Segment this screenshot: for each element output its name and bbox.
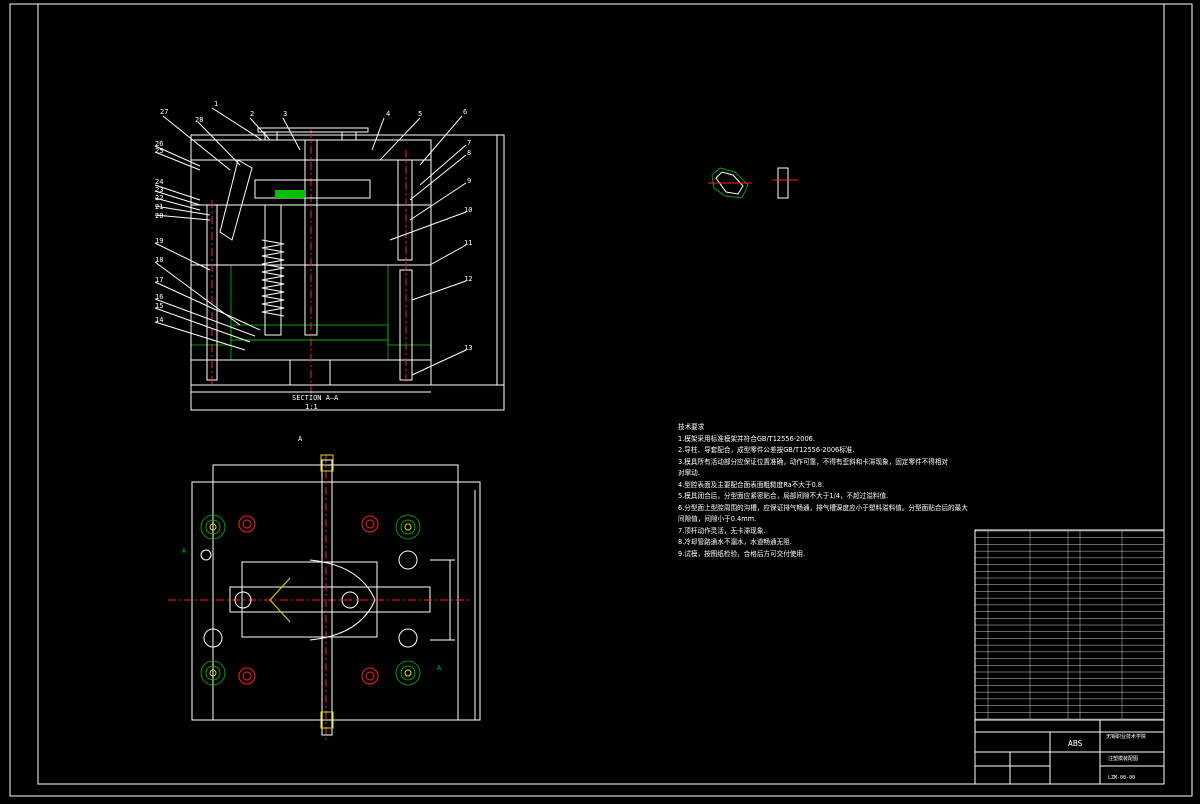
notes-list: 1.模架采用标准模架并符合GB/T12556-2006. 2.导柱、导套配合，成型… bbox=[678, 434, 968, 561]
note-item: 对窜动. bbox=[678, 469, 700, 477]
part-20: 20 bbox=[155, 212, 163, 220]
section-view bbox=[190, 127, 505, 411]
note-item: 7.顶杆动作灵活，无卡滞现象. bbox=[678, 526, 766, 535]
detail-sketches bbox=[708, 167, 798, 199]
part-9: 9 bbox=[467, 177, 471, 185]
section-mark-right: A bbox=[437, 664, 442, 672]
title-drawing-name: 注塑模装配图 bbox=[1108, 755, 1138, 762]
section-scale: 1:1 bbox=[305, 403, 318, 411]
notes-title: 技术要求 bbox=[678, 423, 705, 431]
part-16: 16 bbox=[155, 293, 163, 301]
title-school: 无锡职业技术学院 bbox=[1106, 733, 1146, 740]
parts-list bbox=[974, 530, 1165, 720]
note-item: 5.模具闭合后，分型面应紧密贴合，局部间隙不大于1/4，不超过溢料值. bbox=[678, 492, 889, 500]
sheet-outer-border bbox=[9, 3, 1193, 797]
part-13: 13 bbox=[464, 344, 472, 352]
sheet-inner-border bbox=[37, 3, 1165, 785]
part-12: 12 bbox=[464, 275, 472, 283]
part-7: 7 bbox=[467, 139, 471, 147]
plan-view-label: A bbox=[298, 435, 303, 443]
note-item: 2.导柱、导套配合，成型零件公差按GB/T12556-2006标准. bbox=[678, 446, 855, 454]
note-item: 9.试模，按图纸检验，合格后方可交付使用. bbox=[678, 549, 806, 558]
part-8: 8 bbox=[467, 149, 471, 157]
part-number-labels: 1 2 3 4 5 6 7 8 9 10 11 12 13 14 15 16 1… bbox=[155, 100, 472, 352]
part-3: 3 bbox=[283, 110, 287, 118]
note-item: 间隙值，间隙小于0.4mm. bbox=[678, 515, 757, 523]
part-14: 14 bbox=[155, 316, 163, 324]
part-1: 1 bbox=[214, 100, 218, 108]
part-26: 26 bbox=[155, 140, 163, 148]
title-material: ABS bbox=[1068, 739, 1083, 748]
note-item: 4.型腔表面及主要配合面表面粗糙度Ra不大于0.8. bbox=[678, 480, 825, 489]
note-item: 8.冷却管路通水不漏水，水道畅通无阻. bbox=[678, 538, 792, 546]
technical-notes: 技术要求 1.模架采用标准模架并符合GB/T12556-2006. 2.导柱、导套… bbox=[678, 422, 968, 561]
part-24: 24 bbox=[155, 178, 163, 186]
title-drawing-number: LZM-00-00 bbox=[1108, 775, 1135, 781]
part-28: 28 bbox=[195, 116, 203, 124]
part-21: 21 bbox=[155, 203, 163, 211]
part-25: 25 bbox=[155, 147, 163, 155]
plan-view bbox=[168, 454, 481, 740]
leader-lines bbox=[154, 107, 467, 376]
part-2: 2 bbox=[250, 110, 254, 118]
note-item: 6.分型面上型腔周围的沟槽，应保证排气畅通，排气槽深度应小于塑料溢料值。分型面贴… bbox=[678, 503, 968, 512]
part-23: 23 bbox=[155, 186, 163, 194]
part-6: 6 bbox=[463, 108, 467, 116]
part-22: 22 bbox=[155, 194, 163, 202]
part-27: 27 bbox=[160, 108, 168, 116]
part-4: 4 bbox=[386, 110, 390, 118]
part-19: 19 bbox=[155, 237, 163, 245]
section-mark-left: A bbox=[182, 547, 187, 555]
part-18: 18 bbox=[155, 256, 163, 264]
part-5: 5 bbox=[418, 110, 422, 118]
section-label: SECTION A—A bbox=[292, 394, 339, 402]
note-item: 1.模架采用标准模架并符合GB/T12556-2006. bbox=[678, 434, 815, 443]
part-11: 11 bbox=[464, 239, 472, 247]
part-10: 10 bbox=[464, 206, 472, 214]
note-item: 3.模具所有活动部分应保证位置准确，动作可靠，不得有歪斜和卡滞现象，固定零件不得… bbox=[678, 457, 949, 466]
part-15: 15 bbox=[155, 302, 163, 310]
part-17: 17 bbox=[155, 276, 163, 284]
